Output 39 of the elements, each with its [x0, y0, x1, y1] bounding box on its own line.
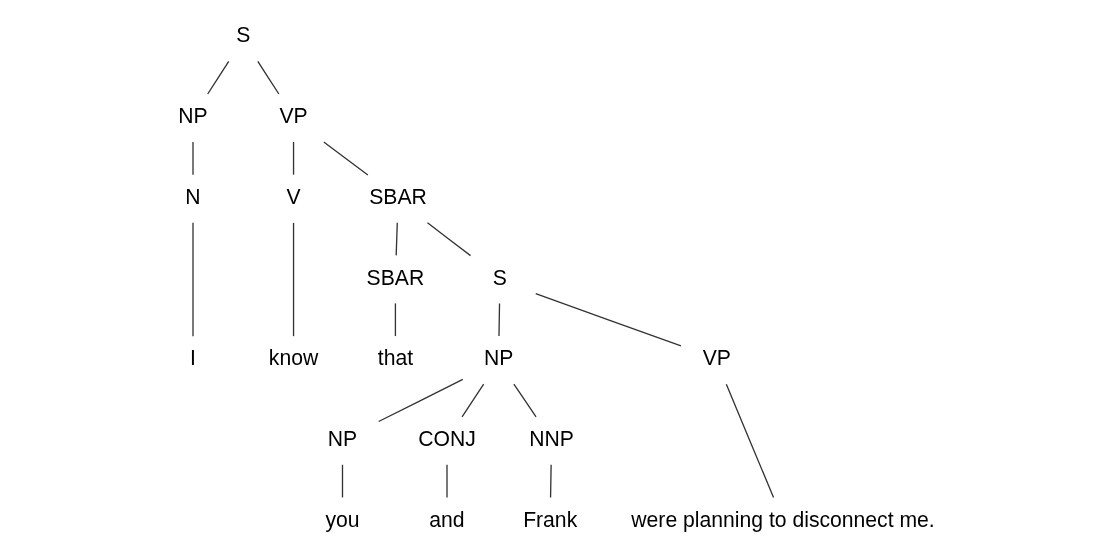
connector — [322, 141, 369, 176]
node-text: CONJ — [417, 426, 476, 450]
node-text: VP — [278, 104, 308, 128]
connector — [497, 302, 500, 337]
node-text: SBAR — [368, 184, 427, 208]
node-text: and — [428, 507, 465, 531]
connector — [377, 378, 463, 423]
connector — [460, 383, 484, 418]
connector — [395, 222, 398, 257]
node-text: V — [285, 184, 301, 208]
node-text: S — [235, 23, 250, 47]
node-text: that — [377, 346, 413, 370]
connector — [292, 222, 294, 337]
node-text: NP — [483, 346, 513, 370]
connector — [256, 60, 280, 95]
node-text: NP — [177, 104, 208, 128]
node-text: S — [492, 265, 507, 289]
connector — [206, 60, 229, 95]
connector — [725, 383, 774, 499]
connector — [292, 141, 294, 176]
connector — [341, 464, 343, 499]
node-text: SBAR — [366, 265, 424, 289]
connector — [534, 293, 682, 347]
connector — [445, 464, 448, 499]
node-text: N — [184, 184, 201, 208]
node-text: you — [324, 507, 360, 531]
node-text: Frank — [522, 507, 577, 531]
connector — [549, 464, 552, 499]
node-text: I — [189, 346, 196, 370]
connector — [512, 383, 537, 418]
node-text: were planning to disconnect me. — [630, 507, 935, 531]
connector — [394, 302, 396, 337]
connector — [426, 222, 471, 257]
node-text: know — [268, 346, 318, 370]
connector — [191, 222, 194, 337]
node-text: VP — [702, 346, 731, 370]
connector — [191, 141, 194, 176]
node-text: NNP — [528, 426, 574, 450]
node-text: NP — [327, 426, 357, 450]
